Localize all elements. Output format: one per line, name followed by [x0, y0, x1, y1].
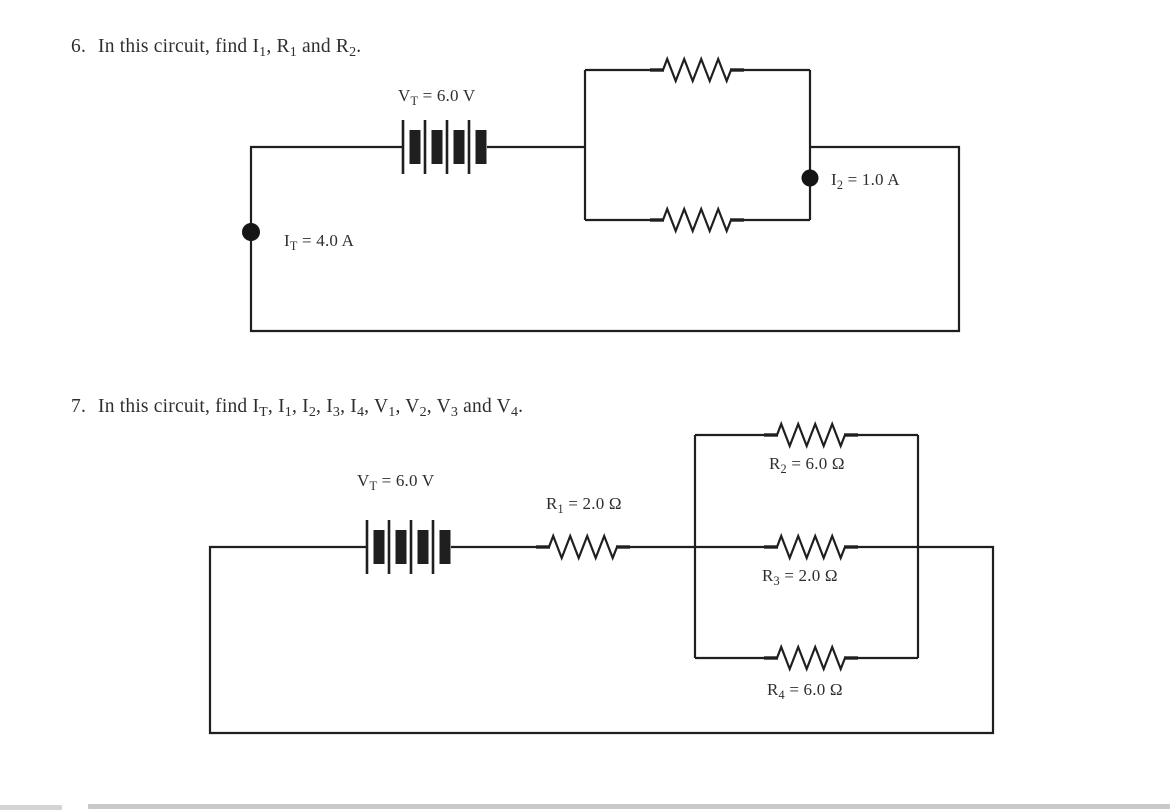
wire: [695, 433, 918, 660]
resistor-label-r4: R4 = 6.0 Ω: [767, 680, 843, 702]
problem-7-number: 7.: [71, 396, 87, 417]
resistor-label-r3: R3 = 2.0 Ω: [762, 566, 838, 588]
resistor-label-r1: R1 = 2.0 Ω: [546, 494, 622, 516]
junction-dot-icon: [801, 169, 819, 187]
problem-6-number: 6.: [71, 36, 87, 57]
scan-artifact-bar: [0, 805, 62, 810]
resistor-icon: [762, 645, 860, 671]
problem-7-question: In this circuit, find IT, I1, I2, I3, I4…: [98, 396, 524, 421]
wire: [249, 145, 961, 333]
wire: [583, 70, 812, 220]
battery-icon: [401, 118, 488, 176]
problem-6-title: 6. In this circuit, find I1, R1 and R2.: [71, 36, 362, 61]
wire: [208, 545, 995, 735]
resistor-icon: [648, 207, 746, 233]
resistor-icon: [762, 534, 860, 560]
scan-artifact-bar: [88, 804, 1170, 809]
circuit-6-diagram: [242, 57, 961, 333]
resistor-icon: [534, 534, 632, 560]
branch-current-label-i2: I2 = 1.0 A: [831, 170, 900, 192]
battery-icon: [365, 518, 452, 576]
total-current-label-it: IT = 4.0 A: [284, 231, 355, 253]
circuit-7-diagram: [208, 422, 995, 735]
resistor-icon: [648, 57, 746, 83]
wire: [585, 68, 810, 222]
junction-dot-icon: [242, 223, 260, 241]
battery-voltage-label-p6: VT = 6.0 V: [398, 86, 476, 108]
resistor-label-r2: R2 = 6.0 Ω: [769, 454, 845, 476]
battery-voltage-label-p7: VT = 6.0 V: [357, 471, 435, 493]
problem-7-title: 7. In this circuit, find IT, I1, I2, I3, …: [71, 396, 524, 421]
problem-6-question: In this circuit, find I1, R1 and R2.: [98, 36, 362, 61]
resistor-icon: [762, 422, 860, 448]
